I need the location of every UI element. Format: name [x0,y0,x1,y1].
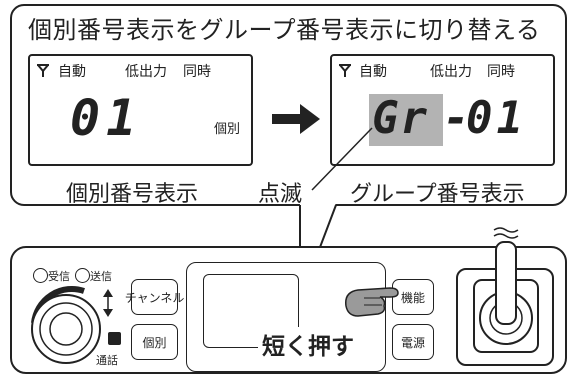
blink-label: 点滅 [258,182,303,207]
receive-label: 受信 [48,270,70,283]
antenna-icon [37,64,49,77]
short-press-label: 短く押す [258,327,358,361]
antenna-icon [339,64,351,77]
lcd-individual-label: 個別 [214,122,241,137]
transmit-indicator [75,268,90,283]
dial-knob-icon[interactable] [24,283,124,373]
antenna-connector-icon [473,227,539,353]
lcd-auto-label: 自動 [58,64,86,80]
group-display-caption: グループ番号表示 [350,182,525,207]
lcd-low-output-label: 低出力 [125,64,167,80]
lcd-group-prefix: Gr [372,93,429,144]
lcd-auto-label: 自動 [359,64,387,80]
lock-key-icon [108,332,121,345]
individual-button[interactable]: 個別 [131,324,178,360]
callout-title: 個別番号表示をグループ番号表示に切り替える [28,16,541,44]
blink-highlight [369,94,443,146]
lcd-individual-display [28,54,253,166]
right-arrow-icon [272,104,320,134]
lcd-simultaneous-label: 同時 [183,64,211,80]
channel-button[interactable]: チャンネル [125,279,184,315]
pointing-hand-icon [345,287,399,317]
lcd-simultaneous-label: 同時 [487,64,515,80]
power-button[interactable]: 電源 [392,324,434,360]
call-label: 通話 [96,354,118,367]
lcd-separator: - [443,93,470,144]
lcd-low-output-label: 低出力 [430,64,472,80]
receive-indicator [33,268,48,283]
lcd-group-digits: 01 [466,93,527,144]
individual-display-caption: 個別番号表示 [66,182,199,207]
lcd-channel-digits: 01 [70,89,143,147]
function-button[interactable]: 機能 [392,279,434,315]
transmit-label: 送信 [90,270,112,283]
